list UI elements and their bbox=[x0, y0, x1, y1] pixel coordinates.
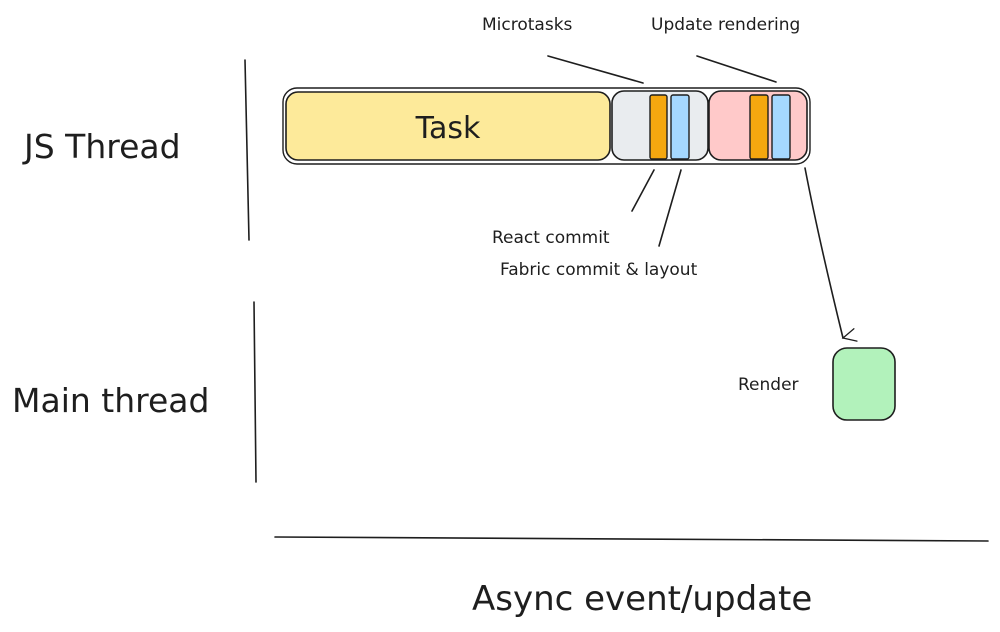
update-rendering-fabric-commit-bar bbox=[771, 94, 791, 160]
task-block[interactable] bbox=[285, 91, 611, 161]
time-axis-line bbox=[274, 536, 989, 542]
fabric-commit-bar bbox=[670, 94, 690, 160]
render-arrow bbox=[804, 167, 858, 342]
task-label: Task bbox=[415, 111, 481, 146]
render-block[interactable] bbox=[832, 347, 896, 421]
react-commit-leader-line bbox=[631, 169, 655, 212]
fabric-commit-annotation: Fabric commit & layout bbox=[500, 260, 698, 280]
time-axis-label: Async event/update bbox=[472, 579, 812, 619]
render-annotation: Render bbox=[738, 375, 799, 395]
microtasks-annotation: Microtasks bbox=[482, 15, 573, 35]
js-thread-separator bbox=[244, 59, 250, 241]
fabric-commit-leader-line bbox=[658, 169, 682, 247]
react-commit-annotation: React commit bbox=[492, 228, 610, 248]
main-thread-separator bbox=[253, 301, 257, 483]
update-rendering-react-commit-bar bbox=[749, 94, 769, 160]
react-commit-bar bbox=[649, 94, 668, 160]
main-thread-label: Main thread bbox=[12, 381, 209, 420]
js-thread-timeline-container bbox=[282, 87, 811, 165]
js-thread-label: JS Thread bbox=[22, 127, 181, 166]
microtasks-leader-line bbox=[547, 55, 644, 84]
update-rendering-leader-line bbox=[696, 55, 777, 83]
update-rendering-annotation: Update rendering bbox=[651, 15, 800, 35]
